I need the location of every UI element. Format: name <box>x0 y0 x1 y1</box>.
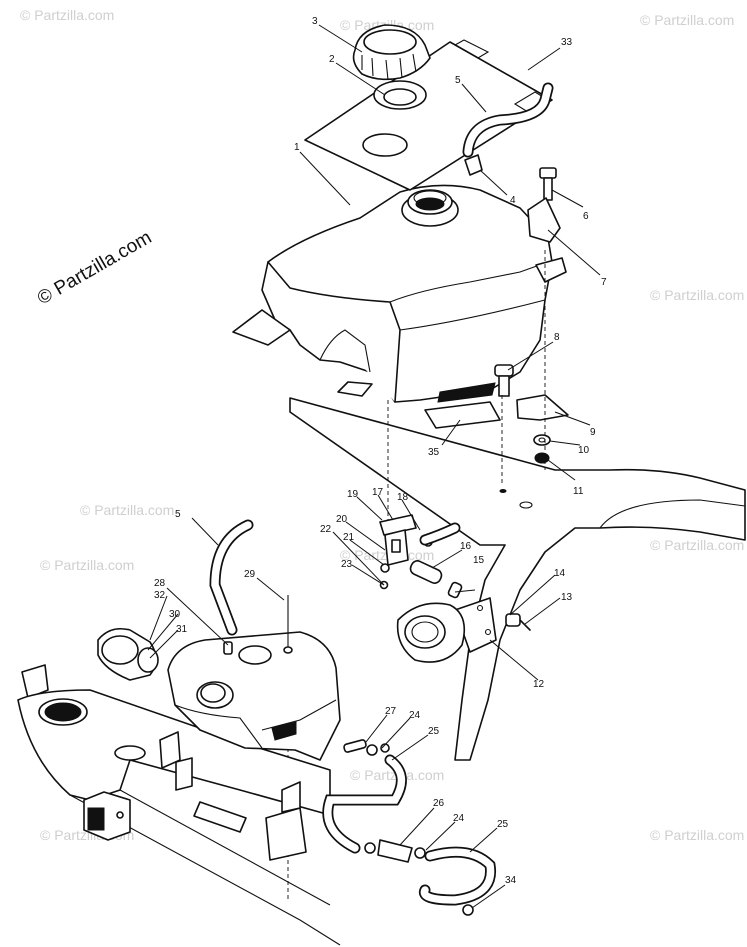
callout-32: 32 <box>154 590 166 601</box>
callout-31: 31 <box>176 624 188 635</box>
frame-tube <box>289 397 746 761</box>
callout-11: 11 <box>573 486 584 497</box>
callout-numbers: 1 2 3 4 5 6 7 8 9 10 11 12 13 14 15 16 1… <box>154 16 607 886</box>
clamp-34 <box>462 904 474 916</box>
fuel-tank-1 <box>232 184 567 403</box>
callout-19: 19 <box>347 489 359 500</box>
callout-1: 1 <box>294 142 300 153</box>
callout-18: 18 <box>397 492 409 503</box>
callout-29: 29 <box>244 569 256 580</box>
pad-35 <box>424 401 501 429</box>
callout-25-upper: 25 <box>428 726 440 737</box>
fuel-hose-25-lower <box>419 846 497 906</box>
bolt-6 <box>539 167 557 201</box>
bracket-7 <box>527 197 561 243</box>
vent-hose-5-top <box>462 82 554 158</box>
washer-10 <box>533 434 551 446</box>
watermark: © Partzilla.com <box>650 827 744 843</box>
gasket-2 <box>373 80 427 110</box>
valve-27 <box>343 739 390 756</box>
callout-10: 10 <box>578 445 590 456</box>
leader-lines <box>147 24 601 909</box>
callout-4: 4 <box>510 195 516 206</box>
callout-17: 17 <box>372 487 384 498</box>
callout-12: 12 <box>533 679 545 690</box>
callout-21: 21 <box>343 532 355 543</box>
callout-34: 34 <box>505 875 517 886</box>
callout-2: 2 <box>329 54 335 65</box>
lower-frame <box>17 664 341 946</box>
fuel-cap-3 <box>352 24 431 81</box>
callout-25-lower: 25 <box>497 819 509 830</box>
callout-22: 22 <box>320 524 332 535</box>
callout-33: 33 <box>561 37 573 48</box>
callout-28: 28 <box>154 578 166 589</box>
callout-5-aux: 5 <box>175 509 181 520</box>
bracket-12 <box>396 597 497 663</box>
callout-23: 23 <box>341 559 353 570</box>
vent-hose-5-aux <box>209 519 254 636</box>
callout-15: 15 <box>473 555 485 566</box>
callout-16: 16 <box>460 541 472 552</box>
callout-26: 26 <box>433 798 445 809</box>
callout-7: 7 <box>601 277 607 288</box>
callout-20: 20 <box>336 514 348 525</box>
watermark: © Partzilla.com <box>40 557 134 573</box>
callout-27: 27 <box>385 706 397 717</box>
watermark: © Partzilla.com <box>20 7 114 23</box>
callout-5-top: 5 <box>455 75 461 86</box>
watermark: © Partzilla.com <box>80 502 174 518</box>
callout-3: 3 <box>312 16 318 27</box>
watermark: © Partzilla.com <box>640 12 734 28</box>
watermark: © Partzilla.com <box>650 287 744 303</box>
fuel-valve-assembly <box>379 514 461 590</box>
aux-cap <box>97 627 159 681</box>
callout-13: 13 <box>561 592 573 603</box>
callout-24-lower: 24 <box>453 813 465 824</box>
watermark: © Partzilla.com <box>650 537 744 553</box>
bracket-9 <box>516 394 569 421</box>
callout-35: 35 <box>428 447 440 458</box>
fuel-filter-16 <box>409 560 463 599</box>
callout-6: 6 <box>583 211 589 222</box>
bolt-8 <box>494 364 514 397</box>
aux-fuel-tank <box>167 631 341 761</box>
callout-8: 8 <box>554 332 560 343</box>
hitch-receiver <box>83 791 131 841</box>
callout-9: 9 <box>590 427 596 438</box>
callout-24-upper: 24 <box>409 710 421 721</box>
callout-30: 30 <box>169 609 181 620</box>
filter-26 <box>364 839 426 863</box>
nut-11 <box>534 452 550 464</box>
callout-14: 14 <box>554 568 566 579</box>
bolt-13 <box>505 613 531 631</box>
watermark-main: © Partzilla.com <box>34 227 155 309</box>
fitting-4 <box>464 154 483 176</box>
fuel-hose-25-upper <box>322 754 407 854</box>
